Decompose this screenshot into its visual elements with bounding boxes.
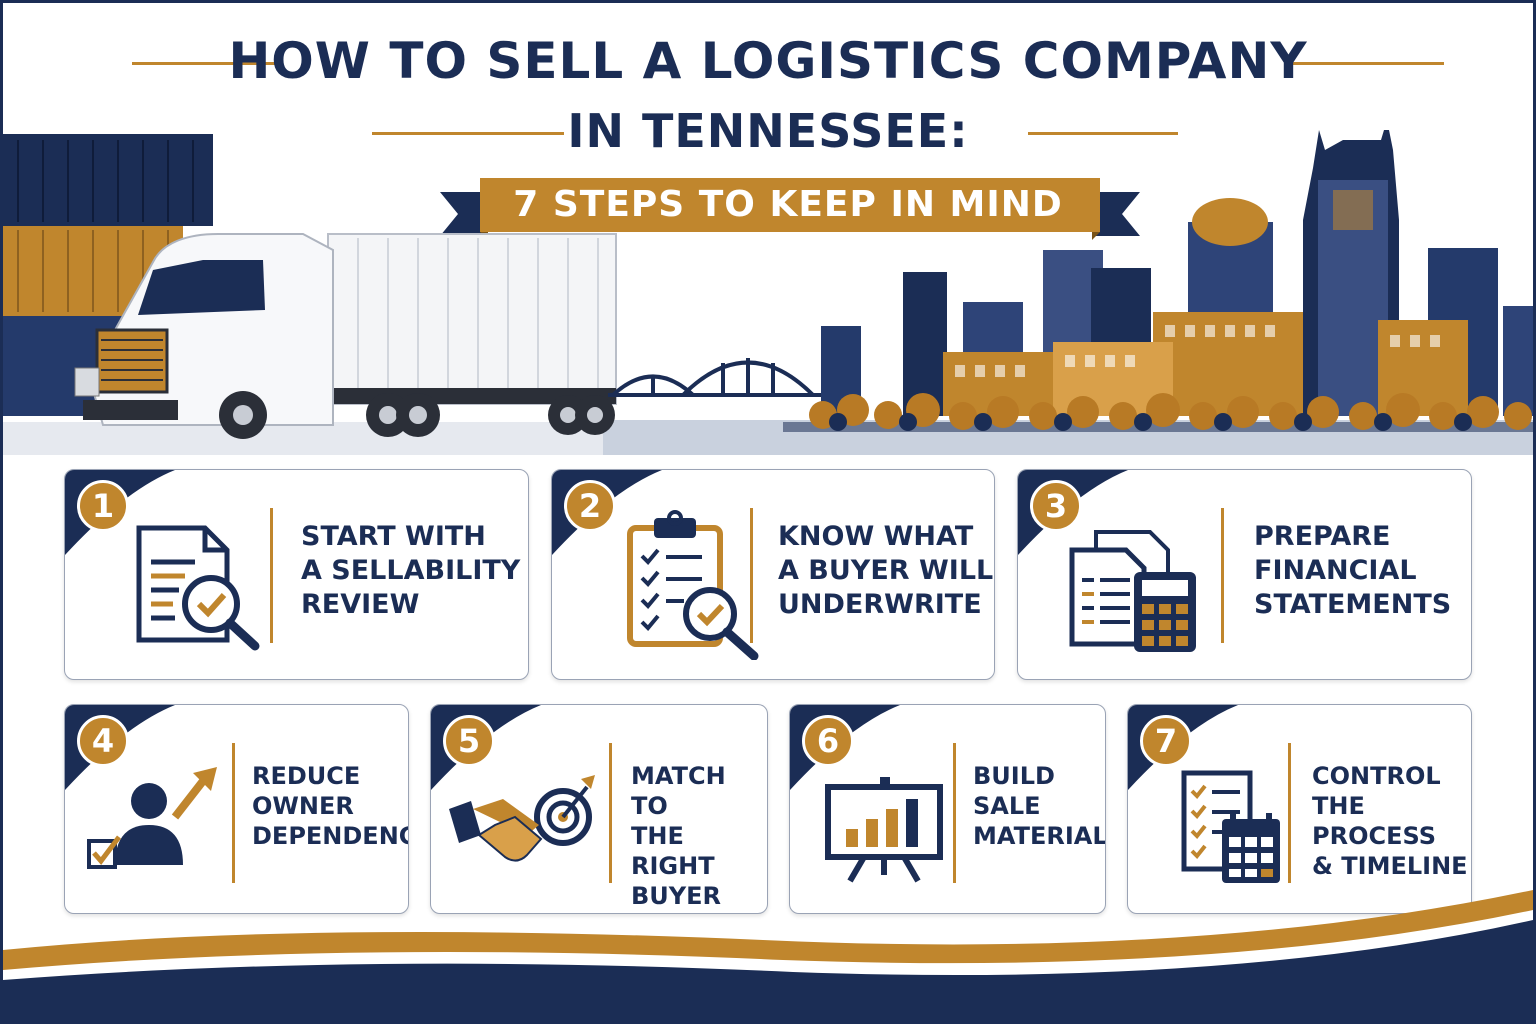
step-number-badge: 3 <box>1030 480 1082 532</box>
card-divider <box>232 743 235 883</box>
card-divider <box>1221 508 1224 643</box>
step-card-2: 2 KNOW WHAT A BUYER WILL UNDERWRITE <box>551 469 995 680</box>
person-arrow-icon <box>87 767 217 869</box>
card-divider <box>609 743 612 883</box>
step-number-badge: 7 <box>1140 715 1192 767</box>
shipping-containers-icon <box>3 134 213 416</box>
presentation-board-icon <box>825 777 943 883</box>
page-title: HOW TO SELL A LOGISTICS COMPANY <box>228 32 1308 90</box>
city-skyline-icon <box>809 130 1533 431</box>
step-card-6: 6 BUILD SALE MATERIALS <box>789 704 1106 914</box>
handshake-target-icon <box>449 775 595 862</box>
card-divider <box>750 508 753 643</box>
document-magnifier-icon <box>136 525 260 651</box>
step-text: KNOW WHAT A BUYER WILL UNDERWRITE <box>778 521 994 620</box>
step-card-4: 4 REDUCE OWNER DEPENDENCY <box>64 704 409 914</box>
step-number-badge: 5 <box>443 715 495 767</box>
card-divider <box>953 743 956 883</box>
card-divider <box>1288 743 1291 883</box>
step-card-7: 7 CONTROL THE PROCESS & TIMELINE <box>1127 704 1472 914</box>
title-decoration-right <box>1292 62 1444 65</box>
subtitle-decoration-right <box>1028 132 1178 135</box>
step-number-badge: 1 <box>77 480 129 532</box>
step-card-3: 3 PREPARE FINANCIAL STATEMENTS <box>1017 469 1472 680</box>
step-text: PREPARE FINANCIAL STATEMENTS <box>1254 521 1452 620</box>
card-divider <box>270 508 273 643</box>
page-subtitle: IN TENNESSEE: <box>567 104 969 158</box>
semi-truck-icon <box>74 233 617 439</box>
logistics-skyline-illustration <box>3 130 1533 455</box>
checklist-calendar-icon <box>1181 770 1280 883</box>
ribbon-text: 7 STEPS TO KEEP IN MIND <box>513 184 1063 225</box>
step-text: REDUCE OWNER DEPENDENCY <box>252 762 408 850</box>
step-number-badge: 4 <box>77 715 129 767</box>
clipboard-checklist-icon <box>627 510 759 660</box>
step-number-badge: 6 <box>802 715 854 767</box>
step-text: START WITH A SELLABILITY REVIEW <box>301 521 521 620</box>
title-decoration-left <box>132 62 280 65</box>
bridge-icon <box>608 358 823 397</box>
step-text: MATCH TO THE RIGHT BUYER <box>631 762 726 910</box>
step-card-1: 1 START WITH A SELLABILITY REVIEW <box>64 469 529 680</box>
step-text: BUILD SALE MATERIALS <box>973 762 1105 850</box>
bottom-wave-decoration <box>3 890 1533 1021</box>
documents-calculator-icon <box>1069 530 1196 652</box>
step-card-5: 5 MATCH TO THE RIGHT BUYER <box>430 704 768 914</box>
step-number-badge: 2 <box>564 480 616 532</box>
ribbon-banner <box>440 178 1140 240</box>
subtitle-decoration-left <box>372 132 564 135</box>
step-text: CONTROL THE PROCESS & TIMELINE <box>1312 762 1468 880</box>
